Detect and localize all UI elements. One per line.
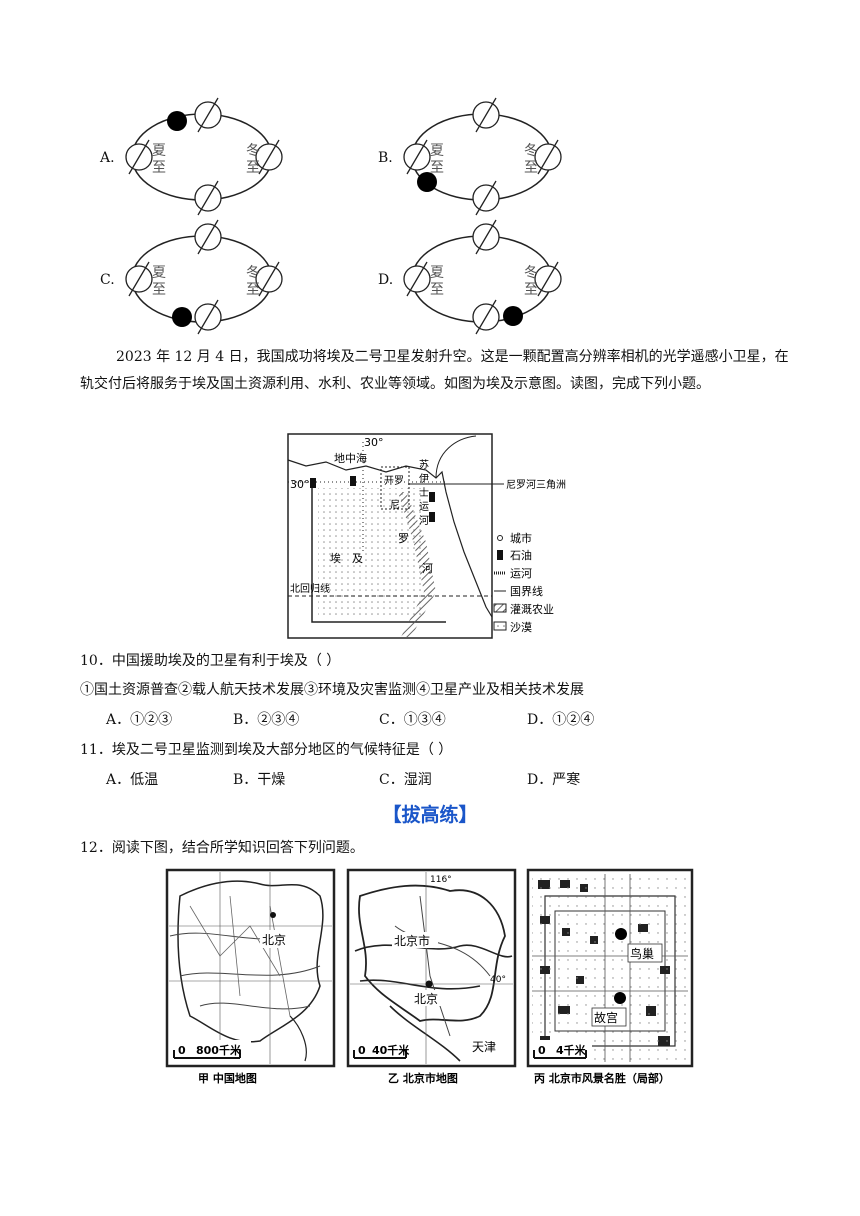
beijing-label: 北京: [262, 933, 286, 947]
beijing-maps: 北京 0 800千米 甲 中国地图 116° 40° 北京市 北京 天津 0 4…: [165, 868, 694, 1085]
scale-label: 40千米: [372, 1043, 410, 1057]
svg-text:沙漠: 沙漠: [510, 621, 532, 634]
q10-stem: 10．中国援助埃及的卫星有利于埃及（ ）: [80, 653, 341, 669]
sun-dot: [172, 307, 192, 327]
option-letter: A.: [99, 150, 115, 166]
passage-text: 2023 年 12 月 4 日，我国成功将埃及二号卫星发射升空。这是一颗配置高分…: [80, 349, 789, 392]
q11-option-a[interactable]: A．低温: [106, 772, 159, 788]
tropic-label: 北回归线: [290, 582, 330, 595]
gugong-label: 故宫: [594, 1010, 618, 1025]
q11-option-b[interactable]: B．干燥: [233, 772, 286, 788]
svg-text:至: 至: [246, 282, 260, 298]
svg-text:国界线: 国界线: [510, 584, 543, 598]
beijing-city-label: 北京市: [394, 933, 430, 948]
svg-text:116°: 116°: [430, 875, 452, 885]
option-letter: C.: [100, 272, 115, 288]
svg-text:0: 0: [538, 1044, 546, 1057]
svg-text:夏: 夏: [152, 265, 166, 281]
q10-items: ①国土资源普查②载人航天技术发展③环境及灾害监测④卫星产业及相关技术发展: [80, 682, 584, 698]
map-yi: 116° 40° 北京市 北京 天津 0 40千米 乙 北京市地图: [346, 868, 517, 1085]
sun-dot: [503, 306, 523, 326]
svg-text:40°: 40°: [490, 975, 506, 985]
sun-dot: [167, 111, 187, 131]
option-letter: B.: [378, 150, 393, 166]
cairo-label: 开罗: [384, 475, 404, 487]
svg-text:石油: 石油: [510, 548, 532, 562]
svg-text:至: 至: [430, 282, 444, 298]
q10-option-a[interactable]: A．①②③: [106, 712, 173, 728]
svg-text:夏: 夏: [430, 143, 444, 159]
svg-text:苏: 苏: [419, 458, 429, 471]
sun-dot: [417, 172, 437, 192]
option-letter: D.: [378, 272, 393, 288]
svg-text:士: 士: [419, 486, 429, 499]
map-yi-caption: 乙 北京市地图: [388, 1071, 458, 1085]
svg-text:罗: 罗: [398, 532, 409, 545]
lat-label: 30°: [290, 478, 310, 491]
svg-text:冬: 冬: [524, 265, 538, 281]
svg-text:冬: 冬: [246, 265, 260, 281]
orbit-diagrams: A. 夏 至 冬 至 B. 夏 至 冬 至 C. 夏 至 冬 至: [99, 97, 562, 335]
q12-stem: 12．阅读下图，结合所学知识回答下列问题。: [80, 840, 364, 856]
svg-text:至: 至: [152, 160, 166, 176]
q10-option-b[interactable]: B．②③④: [233, 712, 300, 728]
map-bing-caption: 丙 北京市风景名胜（局部）: [534, 1071, 670, 1085]
scale-label: 4千米: [556, 1043, 587, 1057]
svg-text:至: 至: [524, 282, 538, 298]
svg-text:至: 至: [246, 160, 260, 176]
svg-text:河: 河: [419, 515, 429, 527]
svg-text:至: 至: [524, 160, 538, 176]
q10-option-c[interactable]: C．①③④: [379, 712, 446, 728]
svg-text:及: 及: [352, 552, 363, 565]
q10-option-d[interactable]: D．①②④: [527, 712, 595, 728]
svg-text:尼: 尼: [390, 499, 400, 511]
svg-text:夏: 夏: [430, 265, 444, 281]
niaochao-label: 鸟巢: [630, 946, 654, 961]
delta-label: 尼罗河三角洲: [506, 479, 566, 491]
section-title: 【拔高练】: [382, 804, 478, 826]
svg-text:0: 0: [178, 1044, 186, 1057]
svg-text:运: 运: [419, 501, 429, 513]
beijing-label: 北京: [414, 992, 438, 1006]
orbit-option-c[interactable]: C. 夏 至 冬 至: [100, 219, 283, 335]
summer-solstice-label: 夏: [152, 143, 166, 159]
orbit-option-b[interactable]: B. 夏 至 冬 至: [378, 97, 562, 216]
q11-option-d[interactable]: D．严寒: [527, 772, 581, 788]
winter-solstice-label: 冬: [246, 143, 260, 159]
svg-text:至: 至: [152, 282, 166, 298]
svg-text:冬: 冬: [524, 143, 538, 159]
svg-text:伊: 伊: [419, 473, 429, 485]
orbit-option-d[interactable]: D. 夏 至 冬 至: [378, 219, 562, 335]
svg-text:埃: 埃: [330, 551, 341, 565]
svg-text:城市: 城市: [510, 531, 532, 545]
tianjin-label: 天津: [472, 1040, 496, 1054]
mediterranean-label: 地中海: [334, 451, 367, 465]
map-legend: 城市 石油 运河 国界线 灌溉农业 沙漠: [493, 531, 554, 634]
egypt-map: 30° 30° 地中海 开罗 苏 伊 士 运 河 尼 罗 河 埃 及 北回归线 …: [287, 433, 566, 639]
svg-text:河: 河: [422, 562, 433, 575]
svg-text:0: 0: [358, 1044, 366, 1057]
scale-label: 800千米: [196, 1043, 242, 1057]
orbit-option-a[interactable]: A. 夏 至 冬 至: [99, 97, 283, 216]
svg-text:运河: 运河: [510, 567, 532, 580]
map-bing: 鸟巢 故宫 0 4千米 丙 北京市风景名胜（局部）: [526, 868, 694, 1085]
q11-option-c[interactable]: C．湿润: [379, 772, 432, 788]
map-jia-caption: 甲 中国地图: [198, 1071, 257, 1085]
svg-text:至: 至: [430, 160, 444, 176]
svg-text:灌溉农业: 灌溉农业: [510, 602, 554, 616]
q11-stem: 11．埃及二号卫星监测到埃及大部分地区的气候特征是（ ）: [80, 742, 453, 758]
lon-label: 30°: [364, 436, 384, 449]
map-jia: 北京 0 800千米 甲 中国地图: [165, 868, 336, 1085]
